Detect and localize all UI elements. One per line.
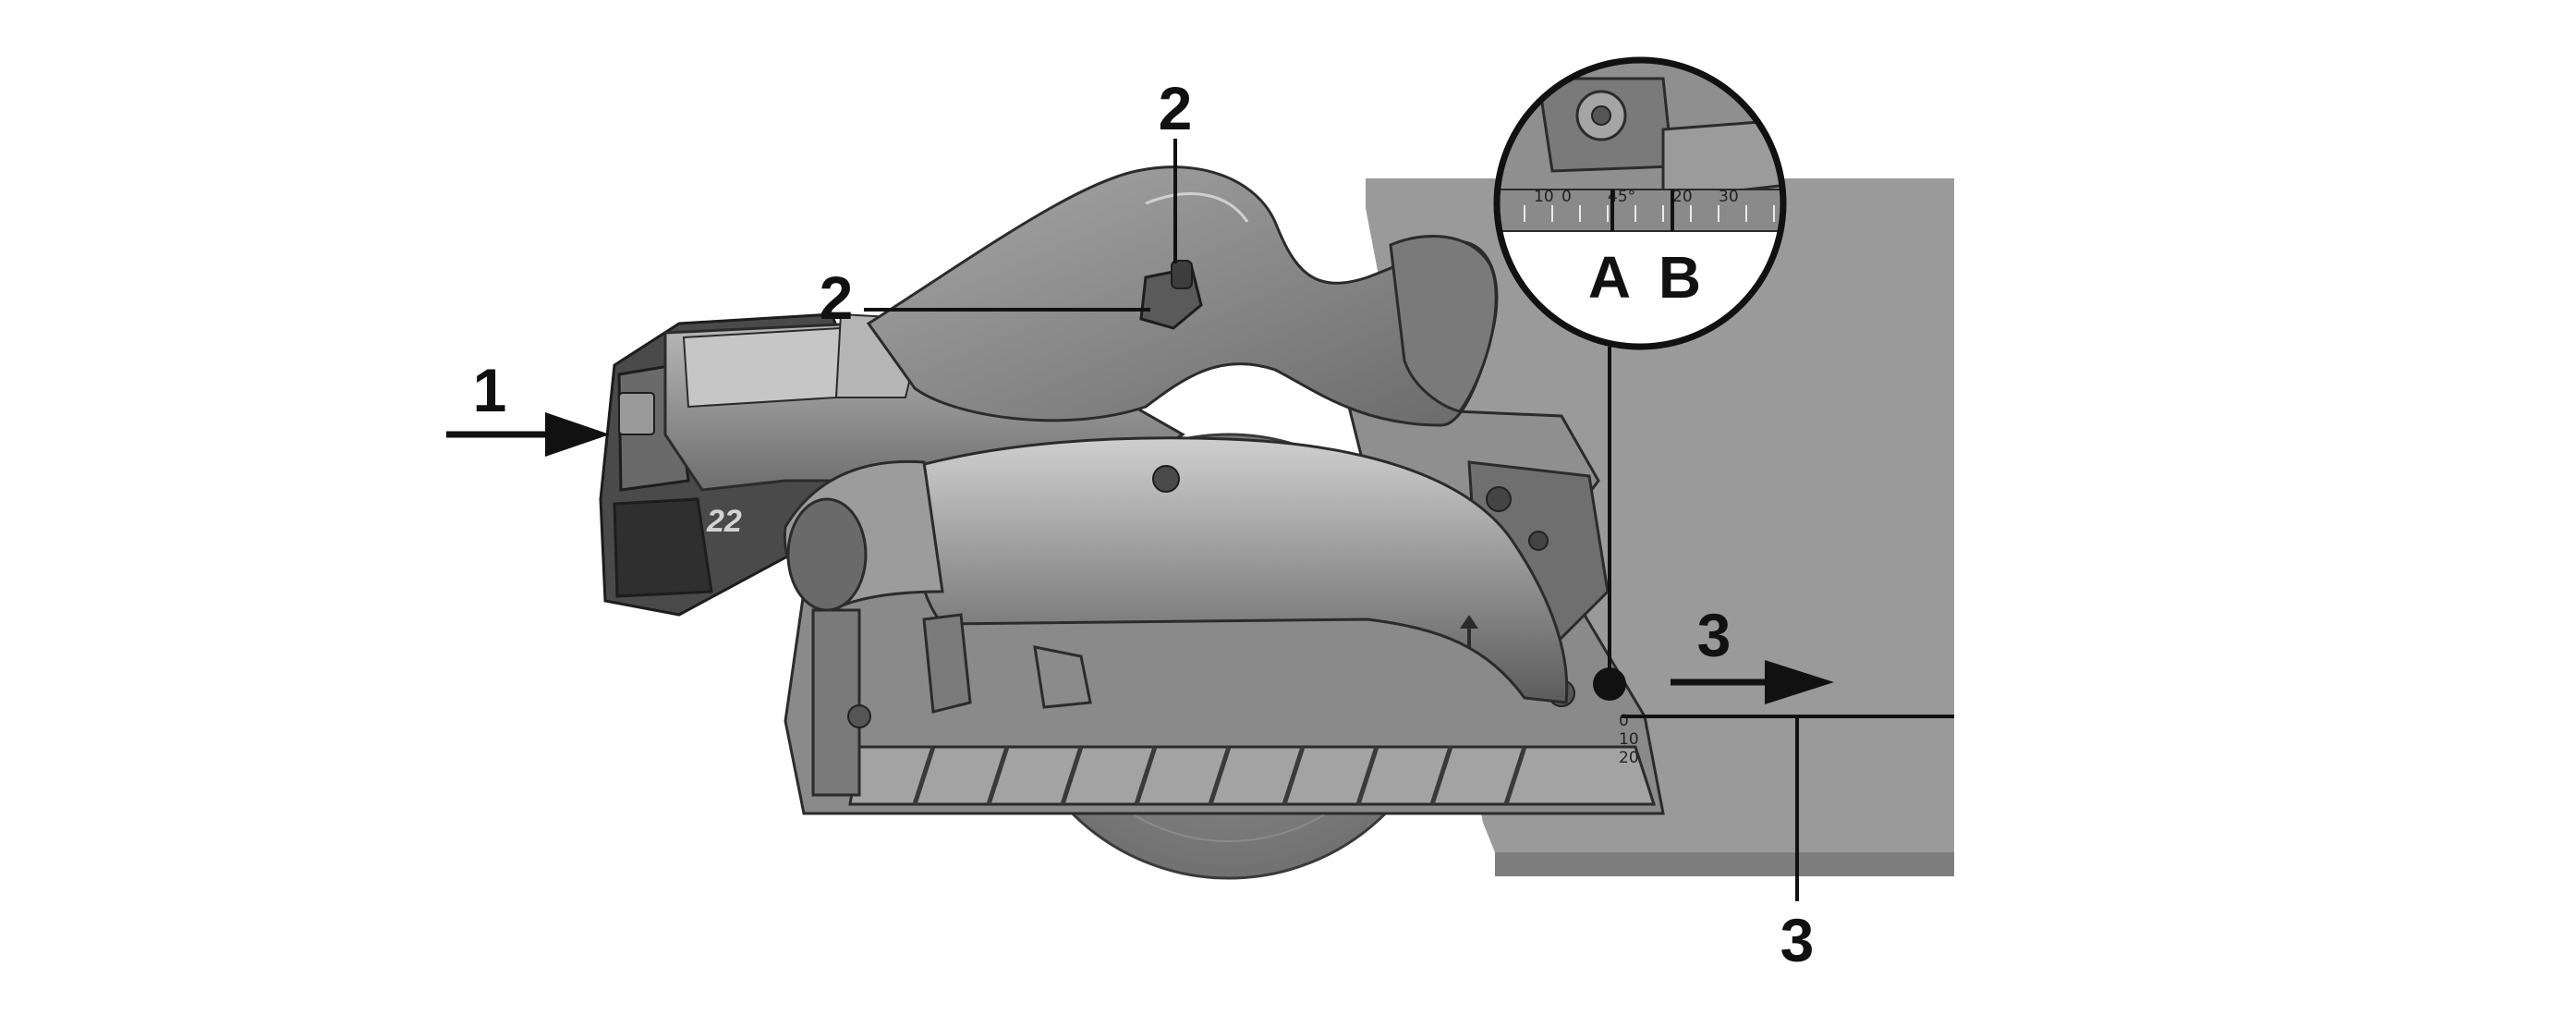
base-scale: 0 10 20	[1619, 712, 1639, 767]
magnifier-scale-label: 30	[1719, 188, 1739, 206]
base-plate: 0 10 20	[784, 590, 1665, 815]
base-scale-label: 0	[1619, 712, 1629, 730]
lever-knob	[1171, 260, 1193, 289]
upper-blade-guard	[783, 436, 1569, 714]
magnifier-scale-label: 20	[1672, 188, 1693, 206]
magnifier-detail: 0 10 45° 20 30 A B	[1493, 56, 1787, 701]
workpiece-front-edge	[1495, 852, 1954, 876]
mark-b-label: B	[1659, 244, 1701, 311]
battery-badge: 22	[706, 504, 742, 539]
main-handle	[866, 165, 1499, 427]
lever-callouts: 2 2	[820, 74, 1193, 332]
callout-2-top: 2	[1159, 74, 1193, 142]
magnifier-scale-label: 10	[1534, 188, 1554, 206]
base-plate-ribs	[912, 746, 1527, 805]
feed-direction-arrow: 3	[1671, 601, 1834, 704]
callout-3-cut-line: 3	[1780, 906, 1815, 974]
magnifier-frame	[1493, 56, 1787, 350]
battery-release-button	[618, 392, 655, 435]
base-scale-label: 10	[1619, 730, 1639, 749]
magnifier-pointer-dot	[1593, 667, 1626, 701]
mark-a-label: A	[1588, 244, 1631, 311]
callout-2-side: 2	[820, 263, 854, 332]
cut-line: 3	[1622, 715, 1954, 974]
magnifier-scale-label: 45°	[1608, 188, 1635, 206]
callout-1-battery: 1	[473, 356, 507, 424]
magnifier-scale-ticks	[1524, 205, 1775, 222]
battery-insert-arrow: 1	[446, 356, 610, 457]
magnifier-scale-label: 0	[1561, 188, 1572, 206]
callout-3-feed: 3	[1697, 601, 1732, 669]
base-scale-label: 20	[1619, 749, 1639, 767]
